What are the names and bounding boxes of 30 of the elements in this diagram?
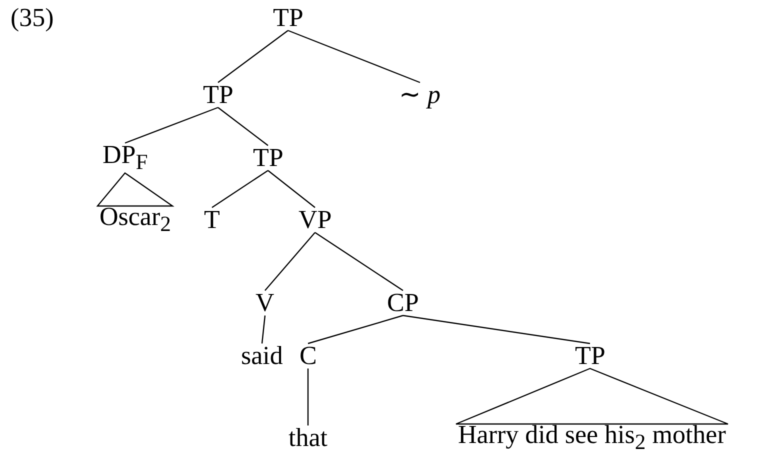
tree-node-label: said — [241, 342, 283, 370]
tree-node-label: ∼ p — [399, 80, 440, 110]
tree-branch — [307, 368, 309, 426]
tree-node-label: VP — [298, 206, 332, 234]
tree-branch — [308, 314, 404, 344]
tree-node-label: Harry did see his$_{2}$ mother — [458, 421, 726, 456]
tree-node-label: TP — [203, 80, 234, 110]
triangle-branch — [96, 172, 174, 207]
triangle-branch — [455, 368, 729, 425]
tree-node-label: that — [288, 424, 328, 452]
tree-node-label: TP — [253, 144, 284, 172]
tree-branch — [268, 170, 316, 208]
tree-node-label: T — [204, 206, 220, 234]
tree-node-label: TP — [273, 4, 304, 32]
tree-branch — [124, 106, 218, 144]
tree-branch — [402, 314, 590, 344]
tree-node-label: C — [300, 342, 317, 370]
tree-branch — [314, 232, 404, 291]
tree-node-label: CP — [387, 288, 419, 318]
tree-node-label: TP — [575, 342, 606, 370]
tree-branch — [261, 315, 266, 344]
example-number: (35) — [10, 4, 54, 32]
tree-branch — [264, 232, 316, 291]
tree-branch — [212, 170, 268, 208]
tree-node-label: V — [256, 288, 274, 318]
tree-node-label: Oscar$_{2}$ — [100, 203, 171, 238]
tree-branch — [218, 30, 288, 83]
tree-node-label: DP$_{F}$ — [102, 141, 148, 176]
tree-branch — [288, 30, 420, 84]
tree-branch — [218, 107, 268, 146]
